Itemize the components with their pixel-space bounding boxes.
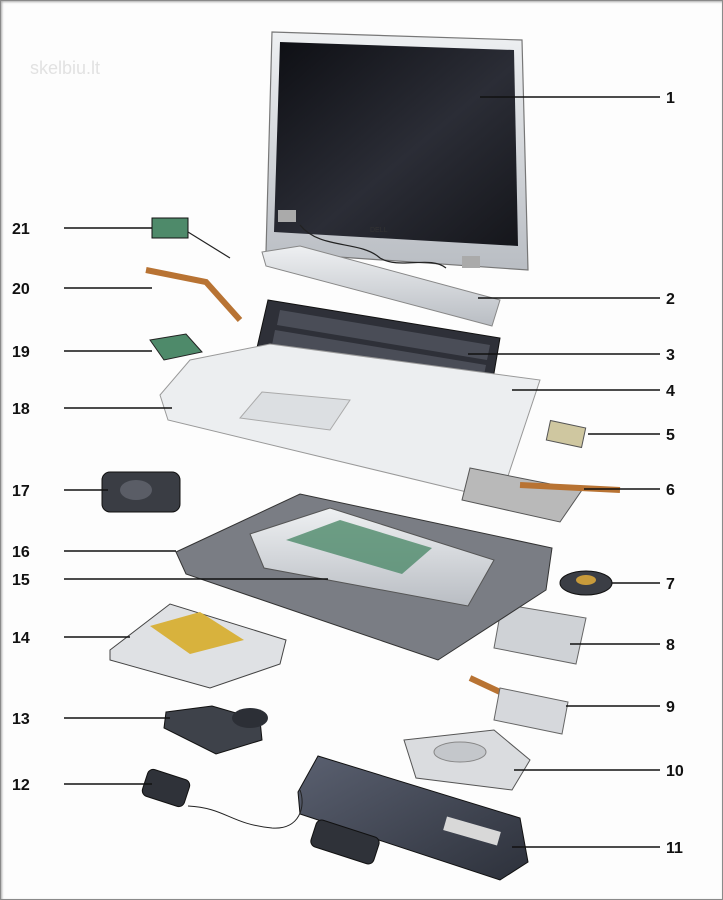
speaker-module [163,705,268,755]
callout-4: 4 [512,383,675,400]
callout-3: 3 [468,347,675,364]
processor-heat-pipe [145,267,243,323]
callout-number: 3 [666,347,675,364]
callout-2: 2 [478,291,675,308]
callout-13: 13 [12,711,170,728]
callout-number: 14 [12,630,30,647]
palm-rest [159,343,541,501]
callout-10: 10 [514,763,684,780]
callout-number: 11 [666,840,683,857]
callout-14: 14 [12,630,130,647]
callout-number: 5 [666,427,675,444]
callout-8: 8 [570,637,675,654]
callout-number: 8 [666,637,675,654]
callout-6: 6 [584,482,675,499]
fan-right [559,570,613,596]
hinge-cover [261,245,501,327]
processor [149,333,203,361]
callout-number: 18 [12,401,30,418]
callout-number: 6 [666,482,675,499]
display-cable [299,224,447,269]
callout-16: 16 [12,544,176,561]
heat-sink [461,467,621,523]
callout-18: 18 [12,401,172,418]
callout-number: 2 [666,291,675,308]
mini-card [545,419,587,449]
callout-number: 15 [12,572,30,589]
callout-number: 10 [666,763,684,780]
drive-carrier [493,603,587,665]
callout-number: 16 [12,544,30,561]
display-assembly: DELL [265,31,529,271]
callout-number: 21 [12,221,30,238]
base-assembly [175,493,553,661]
svg-text:DELL: DELL [370,227,388,234]
callout-number: 19 [12,344,30,361]
callout-9: 9 [566,699,675,716]
callout-number: 1 [666,90,675,107]
callout-1: 1 [480,90,675,107]
callout-number: 9 [666,699,675,716]
callout-number: 7 [666,576,675,593]
callout-20: 20 [12,281,152,298]
callout-7: 7 [612,576,675,593]
callout-number: 17 [12,483,30,500]
callout-number: 4 [666,383,675,400]
callout-21: 21 [12,221,152,238]
callout-number: 20 [12,281,30,298]
callout-12: 12 [12,777,152,794]
callout-11: 11 [512,840,683,857]
hard-drive [403,729,531,791]
callout-5: 5 [588,427,675,444]
callout-15: 15 [12,572,328,589]
connector-bracket [468,675,569,735]
speakers [141,768,380,865]
callout-19: 19 [12,344,152,361]
callout-number: 12 [12,777,30,794]
fan-left [101,471,181,513]
callout-17: 17 [12,483,108,500]
watermark-text: skelbiu.lt [30,58,100,78]
callout-number: 13 [12,711,30,728]
io-board [151,217,231,259]
optical-drive [109,603,287,689]
